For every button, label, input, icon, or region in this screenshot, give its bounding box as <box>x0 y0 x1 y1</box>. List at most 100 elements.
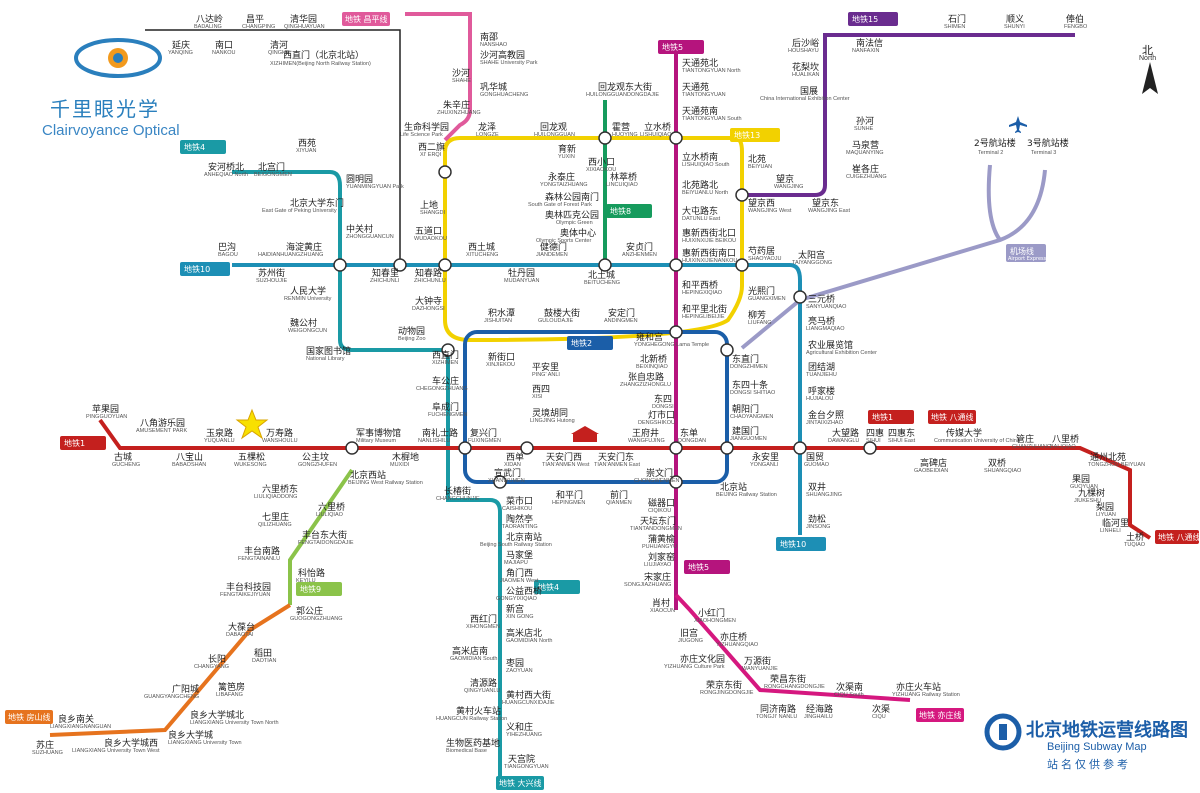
svg-text:Biomedical Base: Biomedical Base <box>446 748 487 754</box>
svg-text:地铁5: 地铁5 <box>662 42 683 52</box>
svg-text:新宫: 新宫 <box>506 603 524 615</box>
svg-text:PINGGUOYUAN: PINGGUOYUAN <box>86 414 127 420</box>
svg-text:FENGTAINANLU: FENGTAINANLU <box>238 556 280 562</box>
yizhuang-line-path[interactable] <box>674 593 911 702</box>
svg-text:黄村西大街: 黄村西大街 <box>506 689 551 701</box>
svg-text:万源街: 万源街 <box>744 655 771 667</box>
svg-text:Military Museum: Military Museum <box>356 438 396 444</box>
svg-text:地铁15: 地铁15 <box>852 14 878 24</box>
svg-text:LIUJIAYAO: LIUJIAYAO <box>644 562 672 568</box>
svg-text:东四: 东四 <box>654 393 672 405</box>
svg-text:GUANGXIMEN: GUANGXIMEN <box>748 296 786 302</box>
svg-text:地铁10: 地铁10 <box>184 264 210 274</box>
svg-text:顺义: 顺义 <box>1006 14 1024 25</box>
svg-text:ZHICHUNLI: ZHICHUNLI <box>370 278 400 284</box>
svg-text:俸伯: 俸伯 <box>1066 13 1084 25</box>
svg-text:灯市口: 灯市口 <box>648 409 675 421</box>
line-2-path[interactable] <box>463 330 729 484</box>
svg-text:CHAOYANGMEN: CHAOYANGMEN <box>730 414 773 420</box>
svg-text:Airport Express: Airport Express <box>1008 256 1047 262</box>
airport-plane-icon <box>1009 116 1027 133</box>
changping-line-path[interactable] <box>405 12 472 142</box>
svg-text:XIN GONG: XIN GONG <box>506 614 534 620</box>
svg-text:北新桥: 北新桥 <box>640 353 667 365</box>
svg-text:XISI: XISI <box>532 394 543 400</box>
svg-text:回龙观东大街: 回龙观东大街 <box>598 81 652 93</box>
svg-text:XI' ERQI: XI' ERQI <box>420 152 442 158</box>
svg-text:前门: 前门 <box>610 489 628 501</box>
svg-text:WANGJING: WANGJING <box>774 184 803 190</box>
line-tag-daxing: 地铁 大兴线 <box>496 776 544 790</box>
svg-text:XIZHIMEN: XIZHIMEN <box>432 360 458 366</box>
svg-text:HUOYING: HUOYING <box>612 132 638 138</box>
line-1-path[interactable] <box>98 418 1152 540</box>
svg-text:苏州街: 苏州街 <box>258 267 285 279</box>
svg-text:大钟寺: 大钟寺 <box>415 295 442 307</box>
line-15-path[interactable] <box>742 33 1075 197</box>
svg-text:长阳: 长阳 <box>208 653 226 665</box>
svg-text:龙泽: 龙泽 <box>478 121 496 133</box>
svg-text:良乡大学城北: 良乡大学城北 <box>190 709 244 721</box>
svg-text:MAQUANYING: MAQUANYING <box>846 150 884 156</box>
svg-text:北京站: 北京站 <box>720 481 747 493</box>
svg-text:四惠: 四惠 <box>866 427 884 439</box>
svg-text:DAZHONGSI: DAZHONGSI <box>412 306 445 312</box>
line-9-path[interactable] <box>288 468 354 605</box>
svg-text:XIAOCUN: XIAOCUN <box>650 608 675 614</box>
svg-text:XIDAN: XIDAN <box>504 462 521 468</box>
svg-text:QILIZHUANG: QILIZHUANG <box>258 522 292 528</box>
fangshan-line-path[interactable] <box>49 603 292 737</box>
svg-text:JINTAIXIZHAO: JINTAIXIZHAO <box>806 420 844 426</box>
svg-text:DONGZHIMEN: DONGZHIMEN <box>730 364 768 370</box>
svg-text:GUOYUAN: GUOYUAN <box>1070 484 1098 490</box>
svg-text:小红门: 小红门 <box>698 607 725 619</box>
svg-text:天宫院: 天宫院 <box>508 753 535 765</box>
svg-text:LIANGXIANG University Town Nor: LIANGXIANG University Town North <box>190 720 279 726</box>
svg-text:望京: 望京 <box>776 173 794 185</box>
line-tag-l10: 地铁10 <box>180 262 230 276</box>
svg-text:HAIDIANHUANGZHUANG: HAIDIANHUANGZHUANG <box>258 252 323 258</box>
svg-text:森林公园南门: 森林公园南门 <box>545 191 599 203</box>
svg-text:CIQU: CIQU <box>872 714 886 720</box>
line-13-path[interactable] <box>443 136 744 343</box>
svg-text:花梨坎: 花梨坎 <box>792 61 819 73</box>
line-10-path[interactable] <box>232 263 802 535</box>
svg-text:育新: 育新 <box>558 143 576 155</box>
svg-text:天通苑: 天通苑 <box>682 81 709 93</box>
svg-text:LISHUIQIAO: LISHUIQIAO <box>640 132 672 138</box>
line-4-path[interactable] <box>232 170 502 780</box>
svg-text:金台夕照: 金台夕照 <box>808 409 844 421</box>
svg-text:北苑: 北苑 <box>748 153 766 165</box>
svg-text:积水潭: 积水潭 <box>488 307 515 319</box>
svg-text:HUJIALOU: HUJIALOU <box>806 396 833 402</box>
svg-text:DENGSHIKOU: DENGSHIKOU <box>638 420 675 426</box>
airport-line-path[interactable] <box>740 169 1047 350</box>
svg-text:HUIXINXIJIENANKOU: HUIXINXIJIENANKOU <box>682 258 737 264</box>
svg-text:南口: 南口 <box>215 39 233 51</box>
svg-text:巴沟: 巴沟 <box>218 241 236 253</box>
svg-text:YIHEZHUANG: YIHEZHUANG <box>506 732 542 738</box>
svg-text:NANKOU: NANKOU <box>212 50 236 56</box>
svg-text:七里庄: 七里庄 <box>262 511 289 523</box>
svg-text:朝阳门: 朝阳门 <box>732 403 759 415</box>
svg-text:TIAN'ANMEN West: TIAN'ANMEN West <box>542 462 590 468</box>
north-arrow-icon <box>1142 62 1158 94</box>
svg-text:圆明园: 圆明园 <box>346 174 373 185</box>
svg-text:阜成门: 阜成门 <box>432 401 459 413</box>
svg-text:东单: 东单 <box>680 427 698 439</box>
svg-text:RONGJINGDONGJIE: RONGJINGDONGJIE <box>700 690 754 696</box>
svg-text:黄村火车站: 黄村火车站 <box>456 705 501 717</box>
svg-text:DABAOTAI: DABAOTAI <box>226 632 254 638</box>
svg-text:Olympic Green: Olympic Green <box>556 220 593 226</box>
svg-text:ZHONGGUANCUN: ZHONGGUANCUN <box>346 234 394 240</box>
svg-text:地铁 亦庄线: 地铁 亦庄线 <box>919 710 962 720</box>
svg-text:复兴门: 复兴门 <box>470 427 497 439</box>
svg-text:BAGOU: BAGOU <box>218 252 238 258</box>
svg-text:西红门: 西红门 <box>470 613 497 625</box>
svg-text:土桥: 土桥 <box>1126 531 1144 543</box>
svg-text:GONGHUACHENG: GONGHUACHENG <box>480 92 528 98</box>
svg-text:TAIYANGGONG: TAIYANGGONG <box>792 260 832 266</box>
svg-text:Terminal 2: Terminal 2 <box>978 150 1003 156</box>
svg-text:FENGBO: FENGBO <box>1064 24 1088 30</box>
svg-text:RENMIN University: RENMIN University <box>284 296 332 302</box>
